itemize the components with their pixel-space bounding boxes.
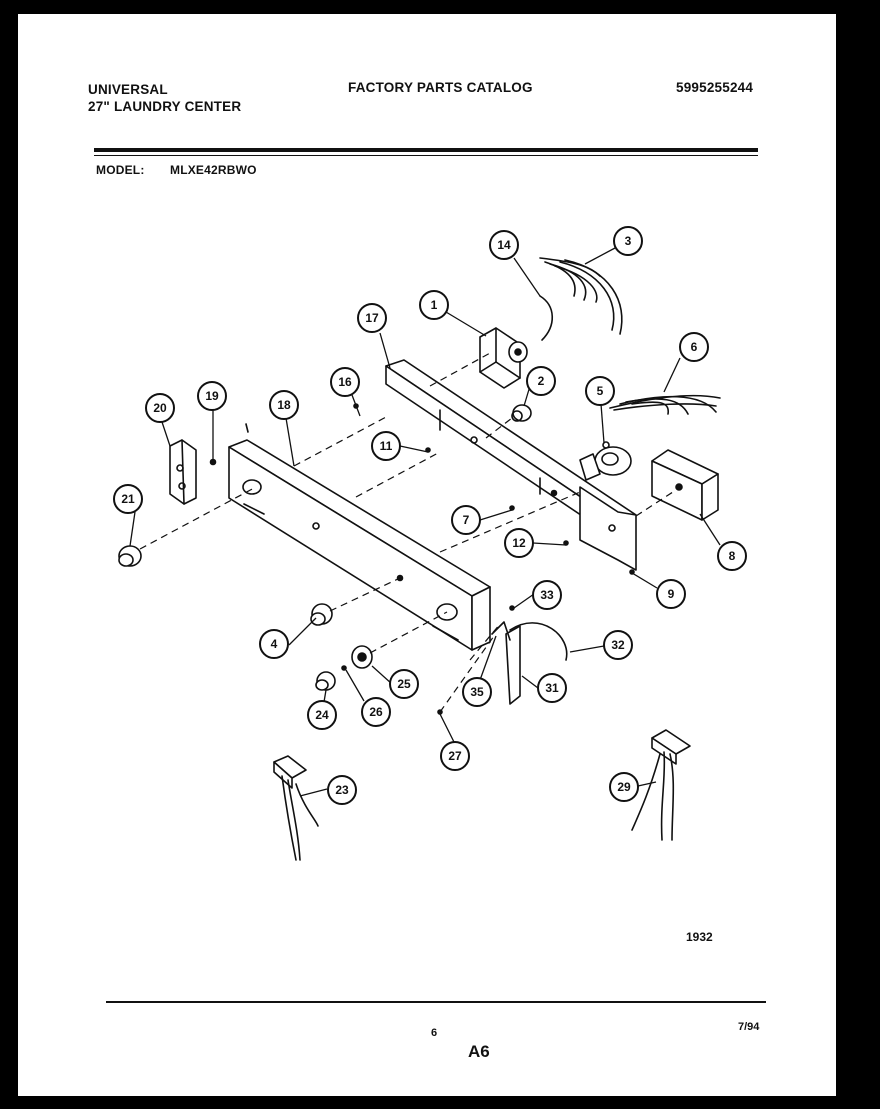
wire-harness-23 (273, 755, 319, 861)
bracket-20 (169, 439, 197, 505)
svg-text:6: 6 (691, 340, 698, 354)
svg-text:24: 24 (315, 708, 329, 722)
console-panel (228, 439, 491, 651)
svg-text:11: 11 (380, 439, 393, 453)
svg-text:17: 17 (365, 311, 379, 325)
knob-25 (351, 645, 373, 669)
callout-8: 8 (717, 541, 747, 571)
callout-6: 6 (679, 332, 709, 362)
svg-text:9: 9 (668, 587, 675, 601)
callout-26: 26 (361, 697, 391, 727)
svg-text:19: 19 (205, 389, 219, 403)
callout-9: 9 (656, 579, 686, 609)
catalog-number: 5995255244 (676, 80, 754, 95)
callout-20: 20 (145, 393, 175, 423)
box-component (651, 449, 719, 521)
callout-31: 31 (537, 673, 567, 703)
callout-21: 21 (113, 484, 143, 514)
svg-text:8: 8 (729, 549, 736, 563)
model-label: MODEL: (96, 163, 145, 177)
wire-harness-6 (609, 394, 721, 415)
figure-number: 1932 (686, 930, 713, 944)
svg-text:35: 35 (470, 685, 484, 699)
svg-text:33: 33 (540, 588, 554, 602)
svg-text:25: 25 (397, 677, 411, 691)
callout-12: 12 (504, 528, 534, 558)
control-bracket (385, 359, 637, 571)
header-rule-thick (94, 148, 758, 152)
svg-text:14: 14 (497, 238, 511, 252)
knob-4 (310, 603, 333, 626)
callout-2: 2 (526, 366, 556, 396)
callout-35: 35 (462, 677, 492, 707)
wire-32 (509, 622, 568, 661)
catalog-title: FACTORY PARTS CATALOG (348, 80, 533, 95)
svg-text:4: 4 (271, 637, 278, 651)
svg-text:27: 27 (448, 749, 462, 763)
model-value: MLXE42RBWO (170, 163, 257, 177)
callout-11: 11 (371, 431, 401, 461)
page-number: 6 (431, 1027, 438, 1039)
brand-label: UNIVERSAL (88, 82, 168, 97)
svg-text:29: 29 (617, 780, 631, 794)
switch-bracket-31 (491, 621, 521, 705)
header-rule-thin (94, 155, 758, 156)
svg-text:5: 5 (597, 384, 604, 398)
timer-part (479, 327, 528, 389)
date-label: 7/94 (738, 1021, 760, 1033)
callout-17: 17 (357, 303, 387, 333)
leader-lines (129, 247, 721, 797)
callout-23: 23 (327, 775, 357, 805)
switch-part (511, 404, 532, 422)
callout-14: 14 (489, 230, 519, 260)
svg-text:16: 16 (338, 375, 352, 389)
callout-24: 24 (307, 700, 337, 730)
selector-switch-part (579, 441, 632, 481)
callout-33: 33 (532, 580, 562, 610)
svg-text:7: 7 (463, 513, 470, 527)
svg-text:12: 12 (512, 536, 526, 550)
wire-harness-3 (539, 257, 623, 335)
section-label: A6 (468, 1042, 490, 1061)
svg-text:26: 26 (369, 705, 383, 719)
svg-text:2: 2 (538, 374, 545, 388)
assembly-lines (139, 351, 677, 713)
callout-18: 18 (269, 390, 299, 420)
wire-14 (539, 295, 554, 341)
svg-text:23: 23 (335, 783, 349, 797)
callout-29: 29 (609, 772, 639, 802)
product-label: 27" LAUNDRY CENTER (88, 99, 242, 114)
svg-text:31: 31 (545, 681, 559, 695)
callouts: 1 2 3 4 5 6 7 8 9 11 12 14 16 17 18 19 2… (113, 226, 747, 805)
callout-27: 27 (440, 741, 470, 771)
callout-4: 4 (259, 629, 289, 659)
svg-text:32: 32 (611, 638, 625, 652)
svg-text:20: 20 (153, 401, 167, 415)
svg-text:21: 21 (121, 492, 135, 506)
callout-25: 25 (389, 669, 419, 699)
wire-harness-29 (631, 729, 691, 841)
svg-text:18: 18 (277, 398, 291, 412)
callout-3: 3 (613, 226, 643, 256)
callout-19: 19 (197, 381, 227, 411)
callout-1: 1 (419, 290, 449, 320)
svg-text:1: 1 (431, 298, 438, 312)
svg-text:3: 3 (625, 234, 632, 248)
callout-7: 7 (451, 505, 481, 535)
footer-rule (106, 1001, 766, 1003)
callout-32: 32 (603, 630, 633, 660)
callout-5: 5 (585, 376, 615, 406)
callout-16: 16 (330, 367, 360, 397)
knob-21 (118, 545, 142, 567)
knob-24 (315, 671, 336, 691)
